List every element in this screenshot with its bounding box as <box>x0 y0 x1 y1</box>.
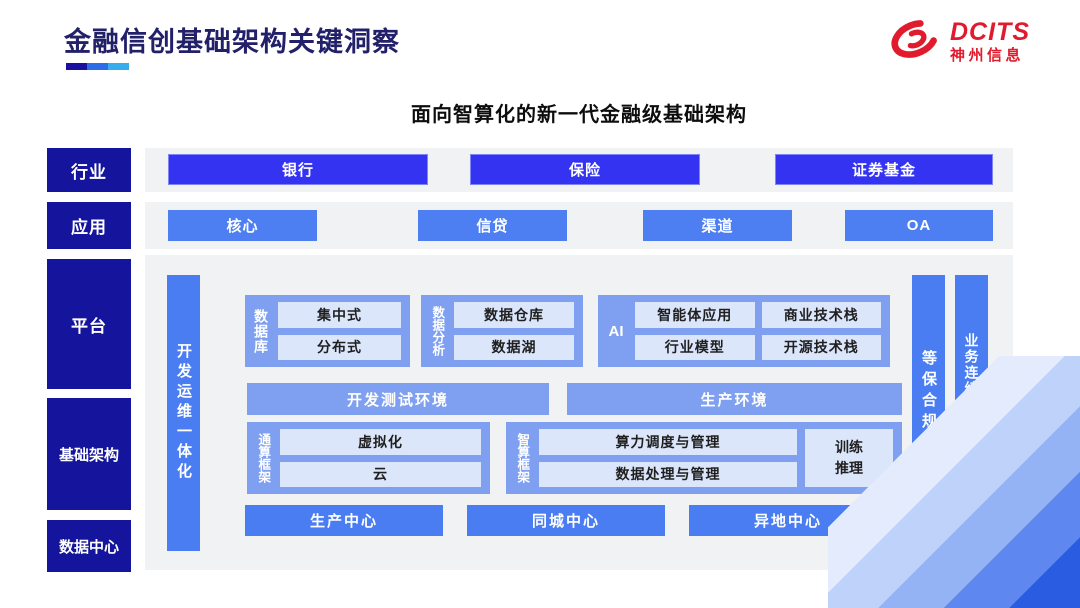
underline-segment-light <box>108 63 129 70</box>
title-underline <box>66 63 129 70</box>
center-production: 生产中心 <box>245 505 443 536</box>
industry-item-insurance: 保险 <box>470 154 700 185</box>
layer-label-platform: 平台 <box>47 259 131 389</box>
general-compute-label: 通算框架 <box>256 433 271 483</box>
platform-panel: 开发运维一体化 等保合规安全 业务连续性及数据保护 数据库 集中式 分布式 数据… <box>145 255 1013 570</box>
ai-item-opensource-stack: 开源技术栈 <box>761 334 881 360</box>
application-row-band: 核心 信贷 渠道 OA <box>145 202 1013 249</box>
industry-item-bank: 银行 <box>168 154 428 185</box>
industry-item-securities: 证券基金 <box>775 154 993 185</box>
app-item-core: 核心 <box>168 210 317 241</box>
company-logo: DCITS 神州信息 <box>888 16 1030 67</box>
app-item-credit: 信贷 <box>418 210 567 241</box>
center-remote: 异地中心 <box>689 505 887 536</box>
database-item-distributed: 分布式 <box>278 334 401 360</box>
logo-company-text: 神州信息 <box>950 47 1025 65</box>
industry-row-band: 银行 保险 证券基金 <box>145 148 1013 192</box>
dcits-swirl-icon <box>888 16 942 67</box>
intelligent-item-train-inference: 训练 推理 <box>805 429 893 487</box>
app-item-oa: OA <box>845 210 993 241</box>
database-item-centralized: 集中式 <box>278 302 401 328</box>
analytics-item-lake: 数据湖 <box>454 334 574 360</box>
dev-test-environment-bar: 开发测试环境 <box>247 383 549 415</box>
logo-brand-text: DCITS <box>950 18 1030 46</box>
app-item-channel: 渠道 <box>643 210 792 241</box>
center-same-city: 同城中心 <box>467 505 665 536</box>
layer-label-infrastructure: 基础架构 <box>47 398 131 510</box>
general-item-cloud: 云 <box>280 461 481 487</box>
underline-segment-dark <box>66 63 87 70</box>
layer-label-application: 应用 <box>47 202 131 249</box>
layer-label-datacenter: 数据中心 <box>47 520 131 572</box>
ai-item-commercial-stack: 商业技术栈 <box>761 302 881 328</box>
intelligent-compute-label: 智算框架 <box>515 433 530 483</box>
continuity-vertical-bar: 业务连续性及数据保护 <box>955 275 988 551</box>
analytics-group: 数据分析 数据仓库 数据湖 <box>421 295 583 367</box>
devops-vertical-bar: 开发运维一体化 <box>167 275 200 551</box>
intelligent-item-compute-scheduling: 算力调度与管理 <box>539 429 797 455</box>
intelligent-item-data-processing: 数据处理与管理 <box>539 461 797 487</box>
database-group-label: 数据库 <box>253 308 269 354</box>
ai-item-agent-app: 智能体应用 <box>635 302 755 328</box>
ai-group: AI 智能体应用 商业技术栈 行业模型 开源技术栈 <box>598 295 890 367</box>
production-environment-bar: 生产环境 <box>567 383 902 415</box>
underline-segment-medium <box>87 63 108 70</box>
general-item-virtualization: 虚拟化 <box>280 429 481 455</box>
analytics-group-label: 数据分析 <box>430 306 445 356</box>
general-compute-group: 通算框架 虚拟化 云 <box>247 422 490 494</box>
page-title: 金融信创基础架构关键洞察 <box>64 27 400 57</box>
analytics-item-warehouse: 数据仓库 <box>454 302 574 328</box>
database-group: 数据库 集中式 分布式 <box>245 295 410 367</box>
diagram-subtitle: 面向智算化的新一代金融级基础架构 <box>411 104 747 126</box>
ai-group-label: AI <box>608 322 624 340</box>
ai-item-industry-model: 行业模型 <box>635 334 755 360</box>
intelligent-compute-group: 智算框架 算力调度与管理 数据处理与管理 训练 推理 <box>506 422 902 494</box>
security-vertical-bar: 等保合规安全 <box>912 275 945 551</box>
layer-label-industry: 行业 <box>47 148 131 192</box>
